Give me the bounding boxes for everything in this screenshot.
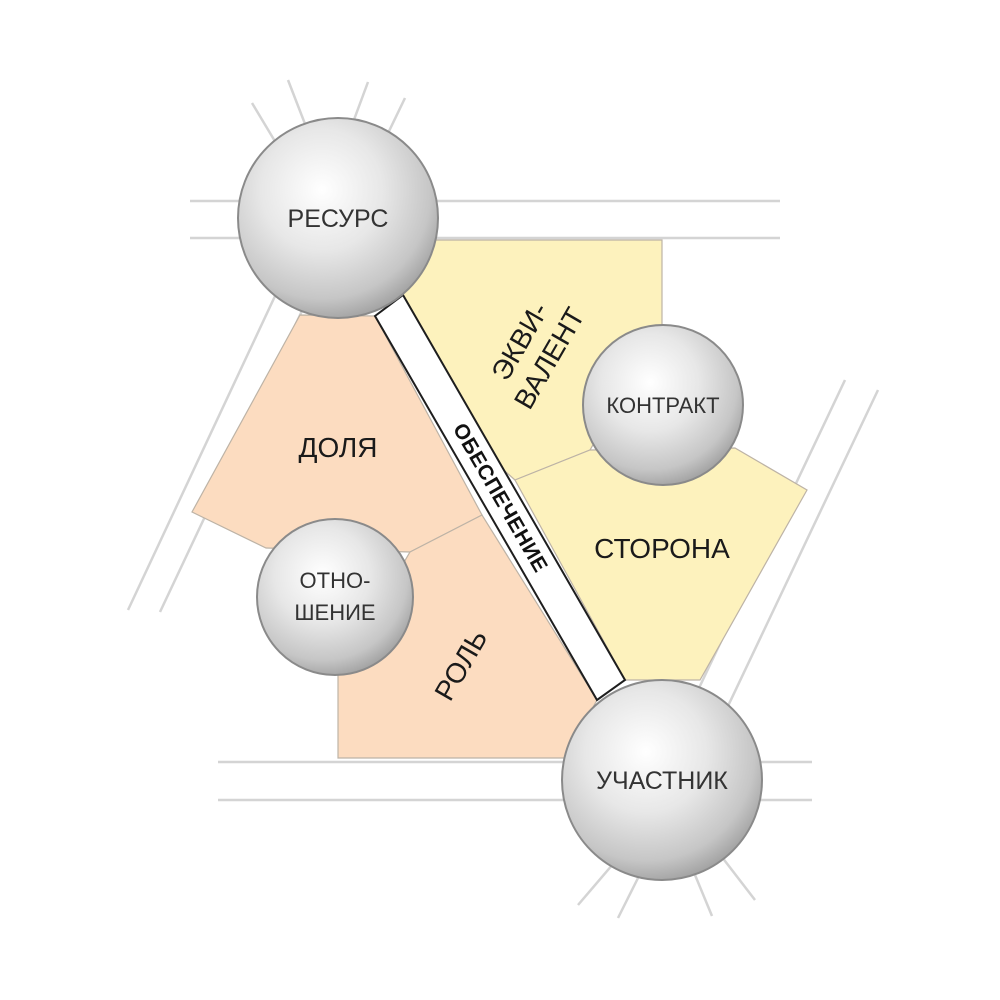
node-participant[interactable]: УЧАСТНИК: [561, 679, 763, 881]
node-relation-label-line1: ОТНО-: [300, 568, 371, 593]
node-contract-label: КОНТРАКТ: [606, 393, 719, 418]
node-resource-label: РЕСУРС: [288, 205, 389, 233]
node-relation-label-line2: ШЕНИЕ: [294, 600, 375, 625]
node-relation-sphere: [256, 518, 414, 676]
rail-right-outer: [698, 389, 880, 766]
node-participant-sphere: [561, 679, 763, 881]
region-side-label: СТОРОНА: [594, 533, 730, 564]
node-participant-label: УЧАСТНИК: [596, 767, 728, 795]
node-relation[interactable]: ОТНО- ШЕНИЕ: [256, 518, 414, 676]
node-contract[interactable]: КОНТРАКТ: [582, 324, 744, 486]
node-resource[interactable]: РЕСУРС: [237, 117, 439, 319]
region-share-label: ДОЛЯ: [298, 432, 377, 463]
node-resource-sphere: [237, 117, 439, 319]
node-contract-sphere: [582, 324, 744, 486]
